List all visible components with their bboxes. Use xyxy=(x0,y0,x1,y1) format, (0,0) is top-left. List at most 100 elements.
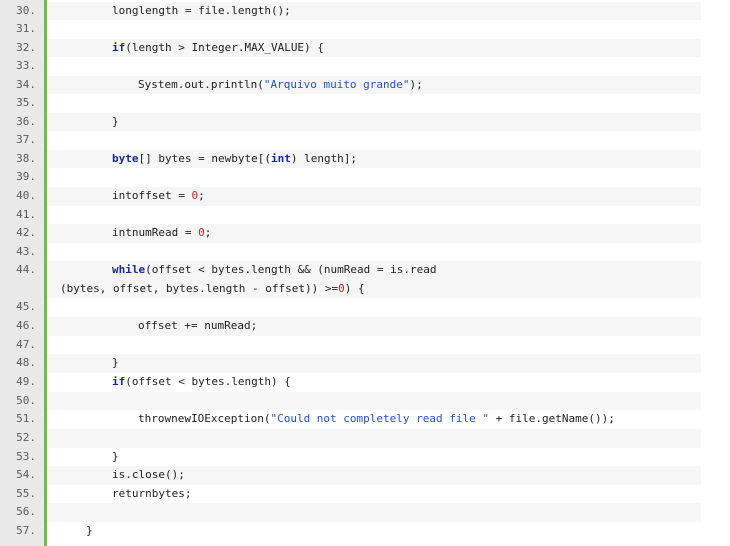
code-line: 33. xyxy=(0,57,730,76)
code-token: ; xyxy=(204,226,212,239)
line-stripe xyxy=(47,187,701,206)
code-token: [] bytes = newbyte[( xyxy=(138,152,271,165)
code-token: ); xyxy=(409,78,423,91)
code-line: 31. xyxy=(0,20,730,39)
code-line: 44.while(offset < bytes.length && (numRe… xyxy=(0,261,730,298)
line-number: 52. xyxy=(16,431,36,444)
code-line: 32. if(length > Integer.MAX_VALUE) { xyxy=(0,39,730,57)
line-stripe xyxy=(47,336,701,354)
code-token: (length > Integer.MAX_VALUE) { xyxy=(125,41,324,54)
code-token: returnbytes; xyxy=(112,487,192,500)
code-token: ) { xyxy=(344,282,365,295)
code-line: 40. intoffset = 0; xyxy=(0,187,730,206)
code-token: offset += numRead; xyxy=(138,319,258,332)
line-number: 32. xyxy=(16,41,36,54)
line-stripe xyxy=(47,261,701,298)
line-number: 47. xyxy=(16,338,36,351)
code-token: + file.getName()); xyxy=(489,412,615,425)
line-stripe xyxy=(47,94,701,113)
keyword-token: int xyxy=(270,152,291,165)
line-stripe xyxy=(47,298,701,317)
line-number: 51. xyxy=(16,412,36,425)
code-token: } xyxy=(112,115,119,128)
code-text: is.close(); xyxy=(112,466,185,484)
code-token: ; xyxy=(198,189,205,202)
code-line: 34. System.out.println("Arquivo muito gra… xyxy=(0,76,730,94)
line-stripe xyxy=(47,20,701,39)
code-text: offset += numRead; xyxy=(138,317,257,335)
line-number: 37. xyxy=(16,133,36,146)
code-text: byte[] bytes = newbyte[(int) length]; xyxy=(112,150,357,168)
line-stripe xyxy=(47,392,701,410)
number-token: 0 xyxy=(191,189,199,202)
code-line: 38. byte[] bytes = newbyte[(int) length]; xyxy=(0,150,730,168)
line-stripe xyxy=(47,113,701,131)
code-text: } xyxy=(86,522,93,540)
line-stripe xyxy=(47,317,701,336)
code-line: 54. is.close(); xyxy=(0,466,730,485)
number-token: 0 xyxy=(198,226,205,239)
code-token: } xyxy=(112,356,119,369)
line-number: 49. xyxy=(16,375,36,388)
line-number: 34. xyxy=(16,78,36,91)
line-number: 30. xyxy=(16,4,36,17)
code-line: 41. xyxy=(0,206,730,224)
code-text: } xyxy=(112,354,119,372)
code-token: (bytes, offset, bytes.length - offset)) … xyxy=(60,282,339,295)
code-line: 35. xyxy=(0,94,730,113)
code-token: ) length]; xyxy=(290,152,358,165)
line-stripe xyxy=(47,448,701,466)
line-number: 43. xyxy=(16,245,36,258)
line-number: 40. xyxy=(16,189,36,202)
line-stripe xyxy=(47,354,701,373)
code-token: (offset < bytes.length && (numRead = is.… xyxy=(145,263,437,276)
line-stripe xyxy=(47,429,701,448)
code-line: 30. longlength = file.length(); xyxy=(0,2,730,20)
line-number: 48. xyxy=(16,356,36,369)
code-line: 48.} xyxy=(0,354,730,373)
code-line: 53.} xyxy=(0,448,730,466)
code-line: 45. xyxy=(0,298,730,317)
line-stripe xyxy=(47,206,701,224)
code-text: } xyxy=(112,113,119,131)
code-line: 50. xyxy=(0,392,730,410)
code-line: 56. xyxy=(0,503,730,522)
code-line: 37. xyxy=(0,131,730,150)
code-token: (offset < bytes.length) { xyxy=(125,375,291,388)
code-text: intnumRead = 0; xyxy=(112,224,211,242)
line-number: 54. xyxy=(16,468,36,481)
line-stripe xyxy=(47,39,701,57)
line-number: 57. xyxy=(16,524,36,537)
line-number: 35. xyxy=(16,96,36,109)
code-text: longlength = file.length(); xyxy=(112,2,291,20)
string-token: "Could not completely read file " xyxy=(270,412,489,425)
line-stripe xyxy=(47,168,701,187)
code-text: if(length > Integer.MAX_VALUE) { xyxy=(112,39,324,57)
code-token: } xyxy=(86,524,93,537)
code-line: 43. xyxy=(0,243,730,261)
code-line: 49.if(offset < bytes.length) { xyxy=(0,373,730,392)
line-number-gutter xyxy=(0,0,47,546)
line-stripe xyxy=(47,466,701,485)
code-token: thrownewIOException( xyxy=(138,412,271,425)
code-line: 47. xyxy=(0,336,730,354)
code-text: intoffset = 0; xyxy=(112,187,205,205)
number-token: 0 xyxy=(338,282,345,295)
code-token: intoffset = xyxy=(112,189,192,202)
line-number: 41. xyxy=(16,208,36,221)
code-line: 55. returnbytes; xyxy=(0,485,730,503)
code-text: while(offset < bytes.length && (numRead … xyxy=(112,261,437,279)
line-number: 55. xyxy=(16,487,36,500)
code-line: 57.} xyxy=(0,522,730,541)
code-token: System.out.println( xyxy=(138,78,264,91)
line-stripe xyxy=(47,522,701,541)
code-line: 39. xyxy=(0,168,730,187)
code-line: 36.} xyxy=(0,113,730,131)
code-token: is.close(); xyxy=(112,468,185,481)
line-stripe xyxy=(47,150,701,168)
code-line: 51. thrownewIOException("Could not comple… xyxy=(0,410,730,429)
code-text: System.out.println("Arquivo muito grande… xyxy=(138,76,423,94)
code-line: 42.intnumRead = 0; xyxy=(0,224,730,243)
line-number: 38. xyxy=(16,152,36,165)
